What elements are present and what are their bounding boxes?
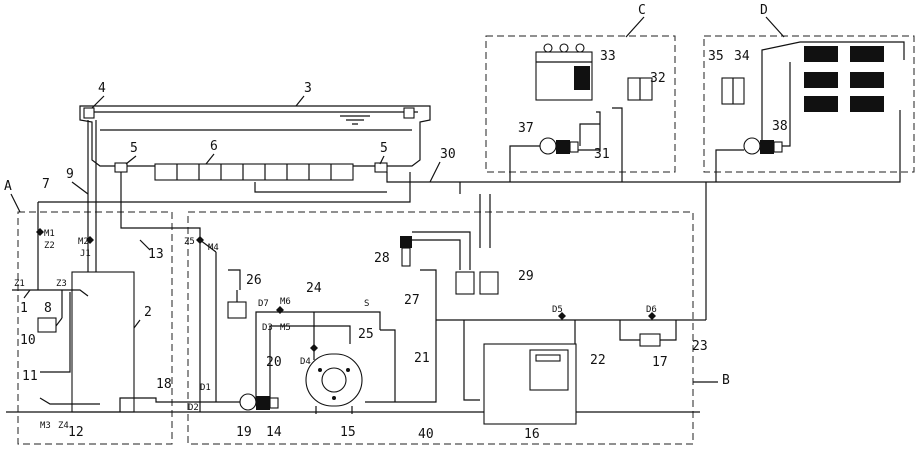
label-13: 13 [148, 247, 164, 262]
valve-d7: D7 [258, 299, 269, 309]
valve-m2: M2 [78, 237, 89, 247]
region-a-box [17, 211, 173, 445]
valve-s: S [364, 299, 369, 309]
label-22: 22 [590, 353, 606, 368]
label-29: 29 [518, 269, 534, 284]
label-10: 10 [20, 333, 36, 348]
label-32: 32 [650, 71, 666, 86]
valve-z2: Z2 [44, 241, 55, 251]
valve-z3: Z3 [56, 279, 67, 289]
region-c-box [485, 35, 676, 173]
control-cabinet-32 [627, 77, 653, 101]
label-24: 24 [306, 281, 322, 296]
label-18: 18 [156, 377, 172, 392]
region-b-box [187, 211, 694, 445]
balance-tank [71, 271, 135, 413]
label-5-right: 5 [380, 141, 388, 156]
label-11: 11 [22, 369, 38, 384]
flow-meter-17 [639, 333, 661, 347]
controller-box-10 [37, 317, 57, 333]
label-37: 37 [518, 121, 534, 136]
pool-outlet-left [114, 162, 128, 173]
label-14: 14 [266, 425, 282, 440]
dosing-tank-26 [227, 269, 247, 319]
ozone-device-28 [400, 236, 412, 267]
heat-pump-22 [529, 349, 569, 391]
region-d-label: D [760, 3, 768, 18]
radiator-array-34 [804, 46, 884, 112]
label-31: 31 [594, 147, 610, 162]
valve-d3: D3 [262, 323, 273, 333]
valve-markers [36, 228, 656, 352]
label-12: 12 [68, 425, 84, 440]
region-c-label: C [638, 3, 646, 18]
valve-d1: D1 [200, 383, 211, 393]
overflow-inlet-right [403, 107, 415, 119]
label-9: 9 [66, 167, 74, 182]
sand-filter-15 [305, 353, 363, 414]
label-28: 28 [374, 251, 390, 266]
label-25: 25 [358, 327, 374, 342]
leader-lines [23, 95, 441, 329]
control-cabinet-35 [721, 77, 745, 105]
valve-m1: M1 [44, 229, 55, 239]
swimming-pool [79, 105, 431, 167]
number-labels: 1 2 3 4 5 5 6 7 8 9 10 11 12 13 14 15 16… [20, 49, 788, 442]
pump-38 [743, 137, 783, 155]
label-26: 26 [246, 273, 262, 288]
label-4: 4 [98, 81, 106, 96]
valve-d5: D5 [552, 305, 563, 315]
label-23: 23 [692, 339, 708, 354]
label-20: 20 [266, 355, 282, 370]
valve-m5: M5 [280, 323, 291, 333]
valve-m6: M6 [280, 297, 291, 307]
label-30: 30 [440, 147, 456, 162]
uv-units-29 [455, 271, 499, 295]
region-b-label: B [722, 373, 730, 388]
label-16: 16 [524, 427, 540, 442]
label-33: 33 [600, 49, 616, 64]
label-3: 3 [304, 81, 312, 96]
overflow-inlet-4 [83, 107, 95, 119]
valve-m4: M4 [208, 243, 219, 253]
pump-19 [239, 393, 279, 411]
valve-z5: Z5 [184, 237, 195, 247]
valve-z1: Z1 [14, 279, 25, 289]
valve-j1: J1 [80, 249, 91, 259]
label-40: 40 [418, 427, 434, 442]
label-15: 15 [340, 425, 356, 440]
label-8: 8 [44, 301, 52, 316]
label-19: 19 [236, 425, 252, 440]
valve-z4: Z4 [58, 421, 69, 431]
label-21: 21 [414, 351, 430, 366]
label-35: 35 [708, 49, 724, 64]
label-1: 1 [20, 301, 28, 316]
valve-labels: M1 Z2 M2 J1 Z1 Z3 M3 Z4 Z5 M4 D1 D2 D3 D… [14, 229, 657, 431]
label-38: 38 [772, 119, 788, 134]
label-17: 17 [652, 355, 668, 370]
label-27: 27 [404, 293, 420, 308]
label-34: 34 [734, 49, 750, 64]
label-2: 2 [144, 305, 152, 320]
label-6: 6 [210, 139, 218, 154]
region-d-box [703, 35, 915, 173]
cooling-unit-33 [535, 43, 593, 101]
pipe-network [6, 41, 905, 413]
valve-d4: D4 [300, 357, 311, 367]
valve-d6: D6 [646, 305, 657, 315]
pool-outlet-right [374, 162, 388, 173]
label-5-left: 5 [130, 141, 138, 156]
pump-37 [539, 137, 579, 155]
filter-blocks [154, 163, 354, 181]
label-7: 7 [42, 177, 50, 192]
region-a-label: A [4, 179, 12, 194]
valve-d2: D2 [188, 403, 199, 413]
valve-m3: M3 [40, 421, 51, 431]
